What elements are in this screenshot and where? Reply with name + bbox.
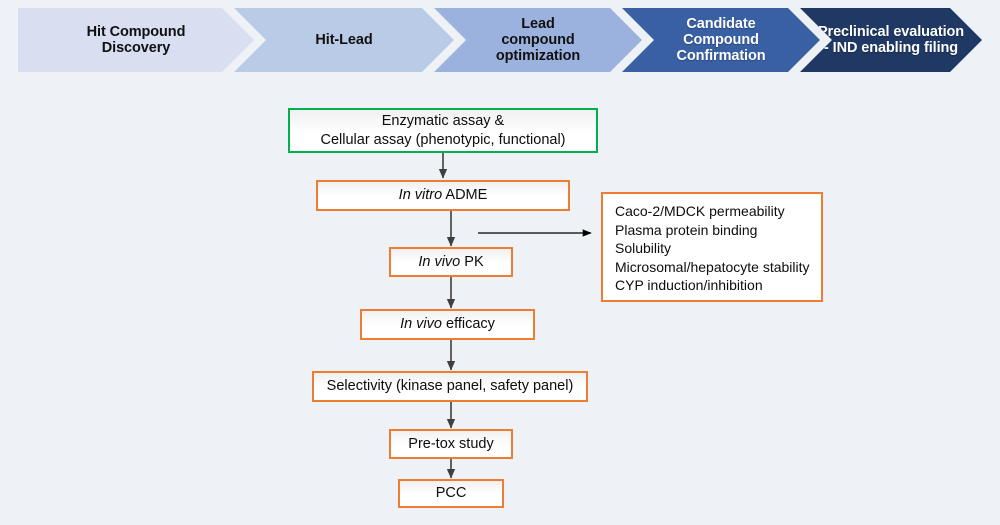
flow-node-label: Enzymatic assay & Cellular assay (phenot… (320, 113, 566, 148)
stage-chevron-hit-lead[interactable]: Hit-Lead (234, 8, 454, 72)
flow-node-in-vivo-efficacy[interactable]: In vivo efficacy (360, 309, 535, 340)
flow-node-label: Selectivity (kinase panel, safety panel) (326, 378, 574, 395)
flow-node-label-rest: PK (460, 253, 484, 270)
flow-node-pre-tox-study[interactable]: Pre-tox study (389, 429, 513, 459)
stage-chevron-hit-compound-discovery[interactable]: Hit Compound Discovery (18, 8, 254, 72)
stage-chevron-preclinical-evaluation[interactable]: Preclinical evaluation - IND enabling fi… (800, 8, 982, 72)
stage-label: Hit-Lead (315, 31, 373, 48)
in-vitro-adme-assay-list-panel: Caco-2/MDCK permeability Plasma protein … (601, 192, 823, 302)
flow-node-label-italic: In vitro (398, 187, 443, 204)
flow-node-enzymatic-cellular-assay[interactable]: Enzymatic assay & Cellular assay (phenot… (288, 108, 598, 153)
flow-node-label-italic: In vivo (400, 316, 442, 333)
assay-list-item: CYP induction/inhibition (615, 277, 763, 294)
assay-list-item: Plasma protein binding (615, 221, 758, 238)
flow-node-in-vitro-adme[interactable]: In vitro ADME (316, 180, 570, 211)
flow-node-label: In vivo efficacy (394, 315, 501, 333)
flow-node-selectivity[interactable]: Selectivity (kinase panel, safety panel) (312, 371, 588, 402)
flow-node-label: In vitro ADME (393, 186, 494, 204)
flow-node-label: Pre-tox study (408, 435, 494, 452)
flow-node-pcc[interactable]: PCC (398, 479, 504, 508)
flow-node-label-italic: In vivo (418, 253, 461, 270)
flow-node-label: PCC (435, 485, 467, 502)
stage-label: Candidate Compound Confirmation (676, 15, 766, 65)
assay-list-item: Microsomal/hepatocyte stability (615, 258, 810, 275)
stage-label: Hit Compound Discovery (86, 23, 186, 56)
stage-chevron-candidate-compound-confirmation[interactable]: Candidate Compound Confirmation (622, 8, 820, 72)
stage-label: Lead compound optimization (495, 15, 581, 65)
flow-node-label-rest: efficacy (441, 316, 495, 333)
flow-node-label-rest: ADME (442, 187, 488, 204)
assay-list-item: Solubility (615, 240, 672, 257)
stage-banner: Hit Compound Discovery Hit-Lead Lead com… (18, 8, 982, 72)
flow-node-in-vivo-pk[interactable]: In vivo PK (389, 247, 513, 277)
stage-label: Preclinical evaluation - IND enabling fi… (817, 23, 965, 56)
flow-node-label: In vivo PK (412, 253, 489, 271)
stage-chevron-lead-compound-optimization[interactable]: Lead compound optimization (434, 8, 642, 72)
assay-list-item: Caco-2/MDCK permeability (615, 203, 785, 219)
